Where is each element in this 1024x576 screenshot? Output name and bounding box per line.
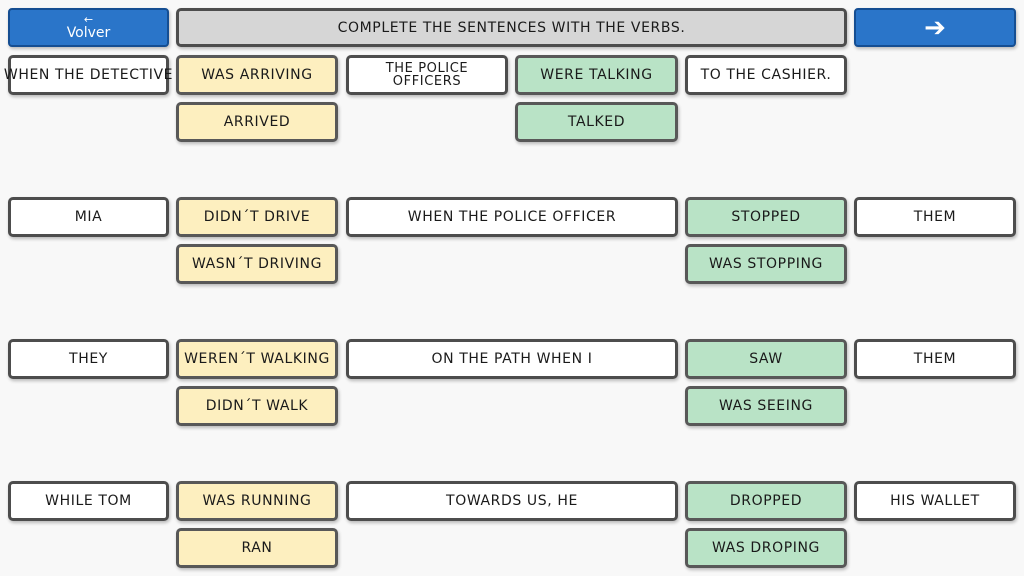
- sentence-3-end: THEM: [854, 339, 1016, 379]
- sentence-4-verb2-option-2[interactable]: WAS DROPING: [685, 528, 847, 568]
- next-button[interactable]: ➔: [854, 8, 1016, 47]
- sentence-3-verb2-option-2[interactable]: WAS SEEING: [685, 386, 847, 426]
- sentence-2-start: MIA: [8, 197, 169, 237]
- sentence-4-start: WHILE TOM: [8, 481, 169, 521]
- sentence-1-verb2-option-1[interactable]: WERE TALKING: [515, 55, 678, 95]
- instruction-title: COMPLETE THE SENTENCES WITH THE VERBS.: [176, 8, 847, 47]
- sentence-4-verb1-option-1[interactable]: WAS RUNNING: [176, 481, 338, 521]
- sentence-1-verb1-option-1[interactable]: WAS ARRIVING: [176, 55, 338, 95]
- sentence-3-start: THEY: [8, 339, 169, 379]
- sentence-4-verb1-option-2[interactable]: RAN: [176, 528, 338, 568]
- sentence-3-verb1-option-1[interactable]: WEREN´T WALKING: [176, 339, 338, 379]
- sentence-2-verb1-option-2[interactable]: WASN´T DRIVING: [176, 244, 338, 284]
- back-button[interactable]: ← Volver: [8, 8, 169, 47]
- sentence-2-middle: WHEN THE POLICE OFFICER: [346, 197, 678, 237]
- sentence-4-middle: TOWARDS US, HE: [346, 481, 678, 521]
- sentence-1-verb2-option-2[interactable]: TALKED: [515, 102, 678, 142]
- sentence-2-verb1-option-1[interactable]: DIDN´T DRIVE: [176, 197, 338, 237]
- sentence-1-start: WHEN THE DETECTIVE: [4, 55, 173, 95]
- sentence-4-end: HIS WALLET: [854, 481, 1016, 521]
- back-arrow-icon: ←: [83, 12, 94, 26]
- sentence-2-verb2-option-2[interactable]: WAS STOPPING: [685, 244, 847, 284]
- sentence-3-verb1-option-2[interactable]: DIDN´T WALK: [176, 386, 338, 426]
- sentence-3-middle: ON THE PATH WHEN I: [346, 339, 678, 379]
- sentence-2-end: THEM: [854, 197, 1016, 237]
- sentence-1-verb1-option-2[interactable]: ARRIVED: [176, 102, 338, 142]
- sentence-2-verb2-option-1[interactable]: STOPPED: [685, 197, 847, 237]
- back-label: Volver: [66, 24, 111, 41]
- sentence-4-verb2-option-1[interactable]: DROPPED: [685, 481, 847, 521]
- sentence-3-verb2-option-1[interactable]: SAW: [685, 339, 847, 379]
- sentence-1-end: TO THE CASHIER.: [685, 55, 847, 95]
- sentence-1-middle: THE POLICE OFFICERS: [346, 55, 508, 95]
- arrow-right-icon: ➔: [924, 12, 946, 43]
